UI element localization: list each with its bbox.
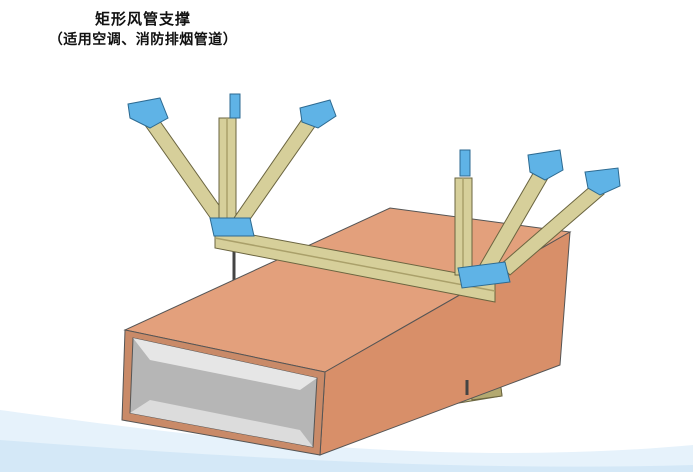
- title-block: 矩形风管支撑 （适用空调、消防排烟管道）: [28, 8, 258, 50]
- right-bracket-a: [527, 149, 564, 181]
- left-diagonal-arm-b: [233, 114, 319, 226]
- left-support: [127, 93, 496, 303]
- left-top-rod: [229, 93, 241, 119]
- right-top-rod: [459, 149, 471, 177]
- diagram-title: 矩形风管支撑: [94, 10, 191, 28]
- background-wave-2: [0, 440, 693, 472]
- duct-inner-floor: [130, 400, 313, 447]
- right-support: [454, 149, 621, 289]
- left-bottom-joint: [209, 217, 255, 237]
- left-bracket-b: [299, 99, 337, 129]
- left-diagonal-arm-a: [139, 109, 229, 227]
- right-bottom-joint: [457, 261, 511, 289]
- right-bracket-b: [584, 167, 621, 196]
- duct-inner-shade: [133, 338, 317, 390]
- diagram-subtitle: （适用空调、消防排烟管道）: [48, 32, 238, 48]
- left-bracket-a: [127, 97, 169, 129]
